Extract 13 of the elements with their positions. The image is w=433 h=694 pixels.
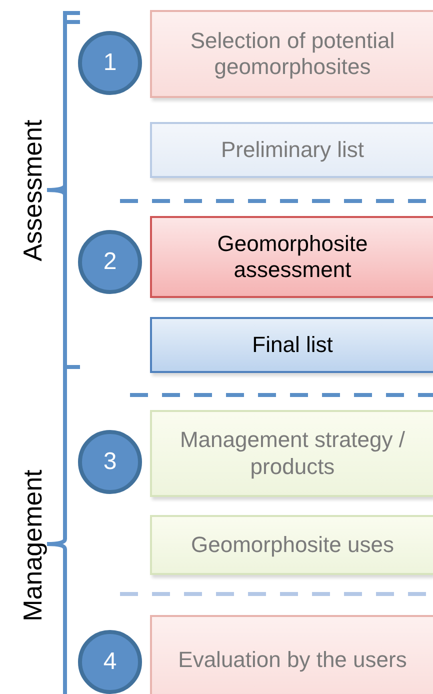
- phase-label: Assessment: [17, 119, 48, 261]
- step-number-circle: 4: [78, 630, 142, 694]
- process-box: Geomorphosite assessment: [150, 216, 433, 298]
- process-box: Evaluation by the users: [150, 615, 433, 694]
- process-box: Preliminary list: [150, 122, 433, 178]
- process-box: Management strategy / products: [150, 410, 433, 497]
- step-number-circle: 2: [78, 230, 142, 294]
- step-number-circle: 3: [78, 430, 142, 494]
- phase-label: Management: [17, 469, 48, 621]
- process-box: Geomorphosite uses: [150, 515, 433, 575]
- step-number-circle: 1: [78, 31, 142, 95]
- process-box: Selection of potential geomorphosites: [150, 10, 433, 98]
- process-box: Final list: [150, 317, 433, 373]
